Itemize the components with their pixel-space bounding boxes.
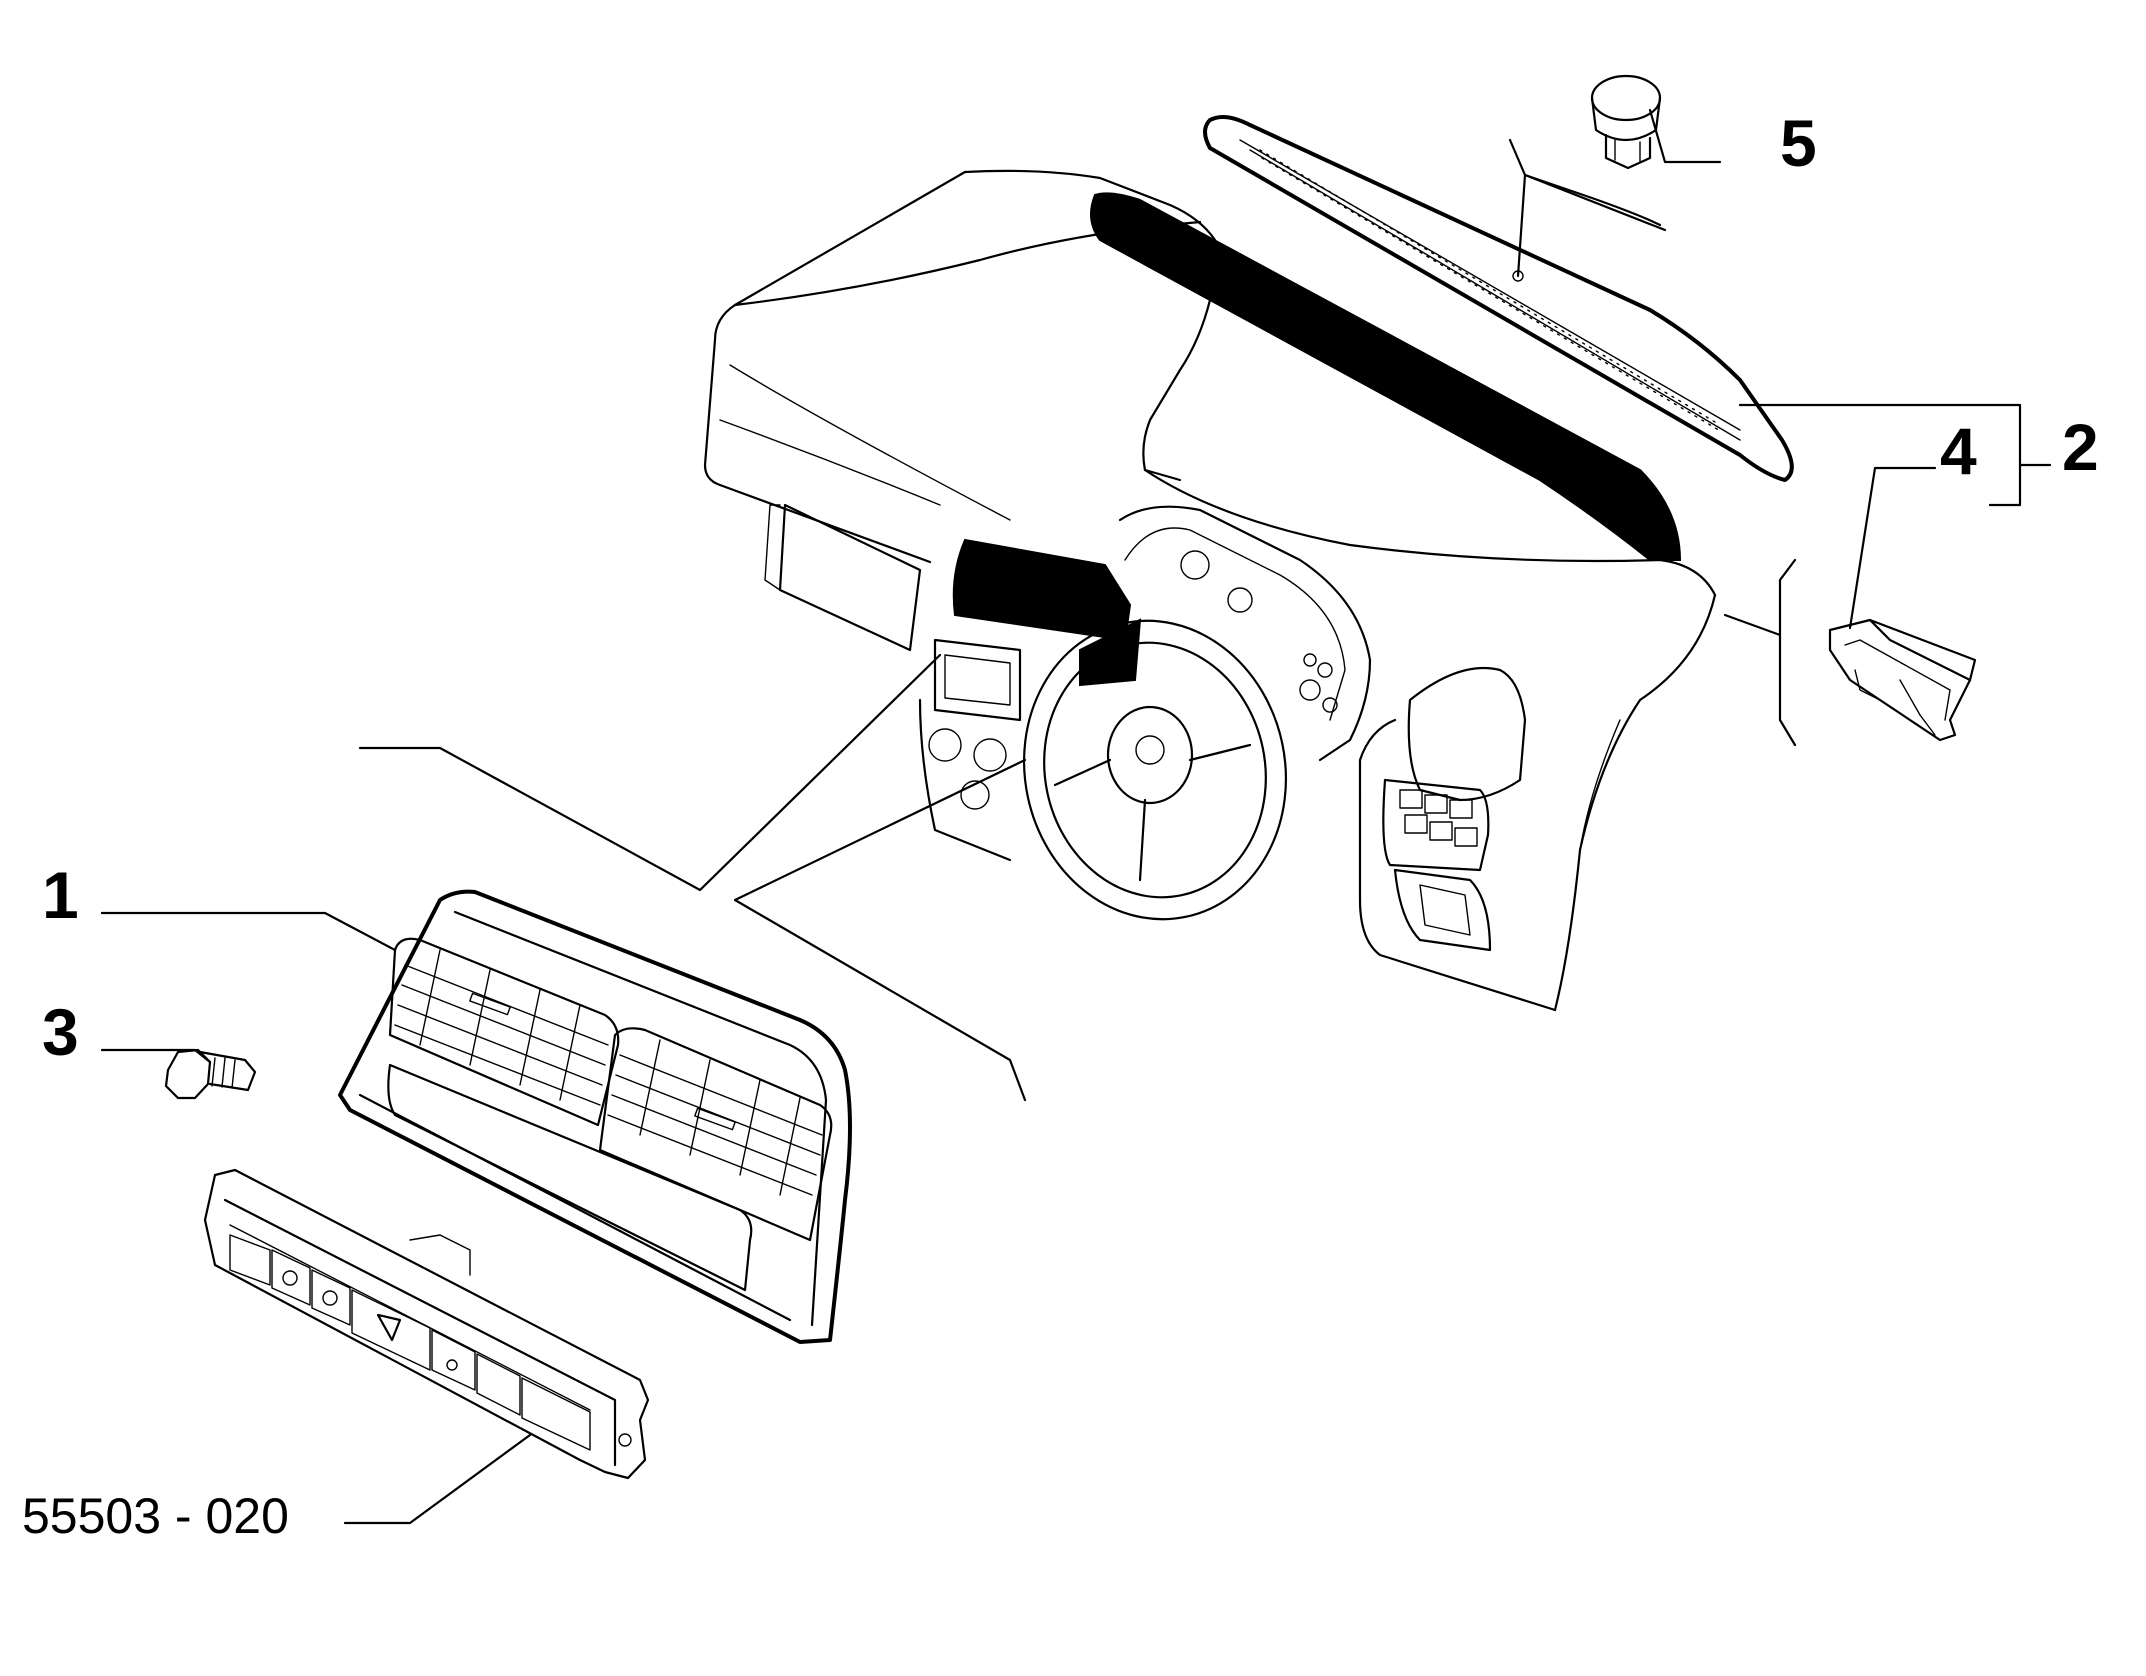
dashboard-assembly (703, 169, 1717, 1012)
switch-button (431, 1329, 476, 1391)
switch-icon (1449, 799, 1473, 819)
explode-leader-line (358, 653, 942, 892)
switch-button (271, 1249, 311, 1306)
callout-4-brace (1723, 558, 1797, 747)
climate-knob-icon (928, 728, 962, 762)
mounting-hole-icon (618, 1433, 632, 1447)
steering-wheel (1022, 619, 1288, 921)
callout-4-label: 4 (1940, 414, 1977, 488)
dashboard-trim-piece (1079, 618, 1142, 687)
switch-button (229, 1234, 271, 1286)
climate-knob-icon (973, 738, 1007, 772)
callout-1-leader (100, 911, 397, 952)
hazard-switch-button (351, 1289, 431, 1371)
callout-2-bracket (1738, 403, 2052, 507)
part-2-top-moulding (1203, 114, 1794, 482)
part-number-label: 55503 - 020 (22, 1488, 289, 1544)
switch-symbol-icon (282, 1270, 298, 1286)
climate-knob-icon (960, 780, 990, 810)
switch-module-part (203, 1168, 650, 1480)
switch-symbol-icon (446, 1359, 458, 1371)
callout-4-leader (1848, 466, 1937, 630)
brand-emblem-icon (1135, 735, 1165, 765)
part-number-leader (343, 1433, 532, 1525)
switch-icon (1399, 789, 1423, 809)
switch-icon (1429, 821, 1453, 841)
callout-5-leader (1648, 108, 1722, 164)
callout-3-leader (100, 1048, 212, 1064)
callout-5-label: 5 (1780, 106, 1817, 180)
part-1-centre-vent-bezel (338, 889, 852, 1344)
part-5-clip (1590, 74, 1662, 170)
callout-3-label: 3 (42, 995, 79, 1069)
part-3-screw (164, 1048, 257, 1100)
switch-icon (1404, 814, 1428, 834)
switch-icon (1454, 827, 1478, 847)
callout-1-label: 1 (42, 858, 79, 932)
explode-leader-line (733, 758, 1027, 1102)
dashboard-left-vent-panel (952, 538, 1132, 642)
switch-button (311, 1269, 351, 1326)
part-4-bracket (1828, 618, 1977, 742)
leader-lines (100, 108, 2052, 1525)
switch-symbol-icon (322, 1290, 338, 1306)
switch-button (476, 1353, 521, 1416)
callout-2-label: 2 (2062, 410, 2099, 484)
switch-button (521, 1377, 591, 1451)
dashboard-top-trim-strip (1090, 192, 1682, 561)
switch-icon (1424, 794, 1448, 814)
hazard-triangle-icon (376, 1313, 402, 1342)
